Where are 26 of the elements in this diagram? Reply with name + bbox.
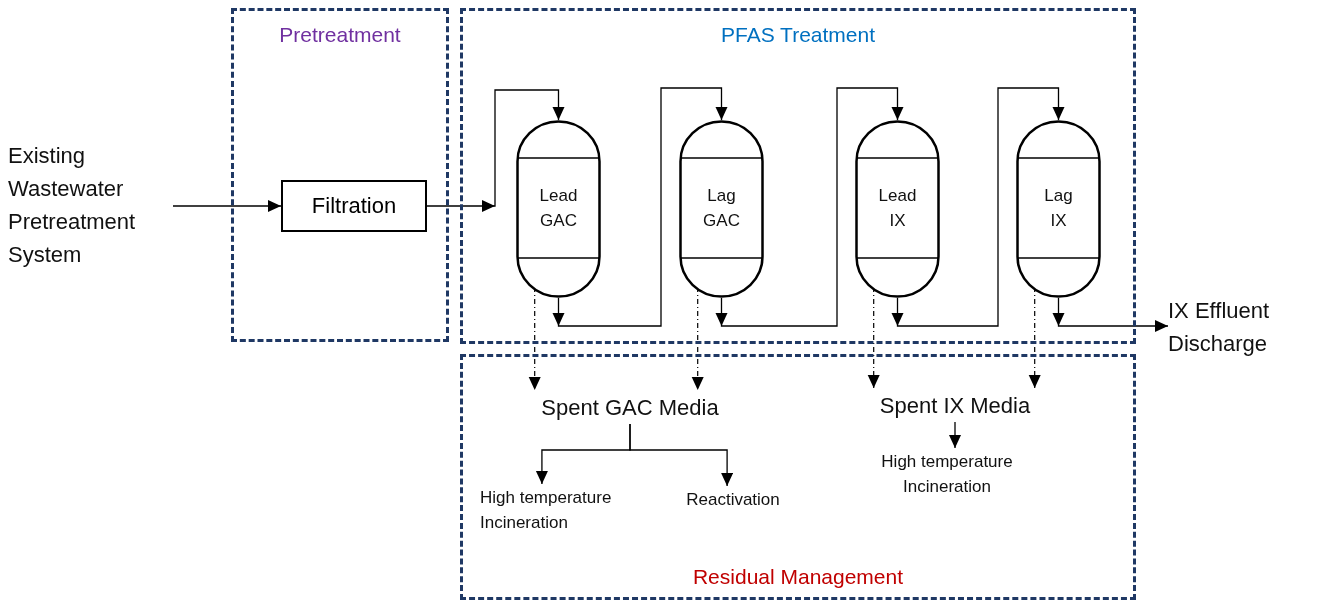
group-heading: Pretreatment bbox=[279, 23, 401, 47]
source-label: Existing Wastewater Pretreatment System bbox=[8, 142, 137, 269]
dashed-group-frame bbox=[460, 8, 1136, 344]
vessel-label: Lead IX bbox=[877, 185, 918, 232]
arrow bbox=[1052, 297, 1169, 332]
disposal-label: High temperature Incineration bbox=[880, 450, 1014, 498]
group-heading: PFAS Treatment bbox=[720, 23, 876, 47]
arrow bbox=[629, 423, 734, 487]
group-heading: Residual Management bbox=[692, 565, 904, 589]
arrow bbox=[891, 87, 1065, 327]
media-label: Spent IX Media bbox=[879, 391, 1031, 420]
arrow bbox=[949, 421, 961, 449]
arrow bbox=[172, 200, 282, 212]
dashed-group-frame bbox=[460, 354, 1136, 600]
disposal-label: High temperature Incineration bbox=[480, 486, 613, 534]
media-label: Spent GAC Media bbox=[541, 393, 719, 422]
discharge-label: IX Effluent Discharge bbox=[1168, 297, 1271, 358]
disposal-label: Reactivation bbox=[686, 489, 780, 512]
vessel-label: Lag GAC bbox=[702, 185, 741, 232]
arrow bbox=[715, 87, 904, 327]
vessel-label: Lag IX bbox=[1043, 185, 1074, 232]
arrow bbox=[552, 87, 728, 327]
arrow bbox=[426, 89, 565, 212]
dashed-group-frame bbox=[231, 8, 449, 342]
vessel-label: Lead GAC bbox=[538, 185, 579, 232]
process-box: Filtration bbox=[281, 180, 427, 232]
